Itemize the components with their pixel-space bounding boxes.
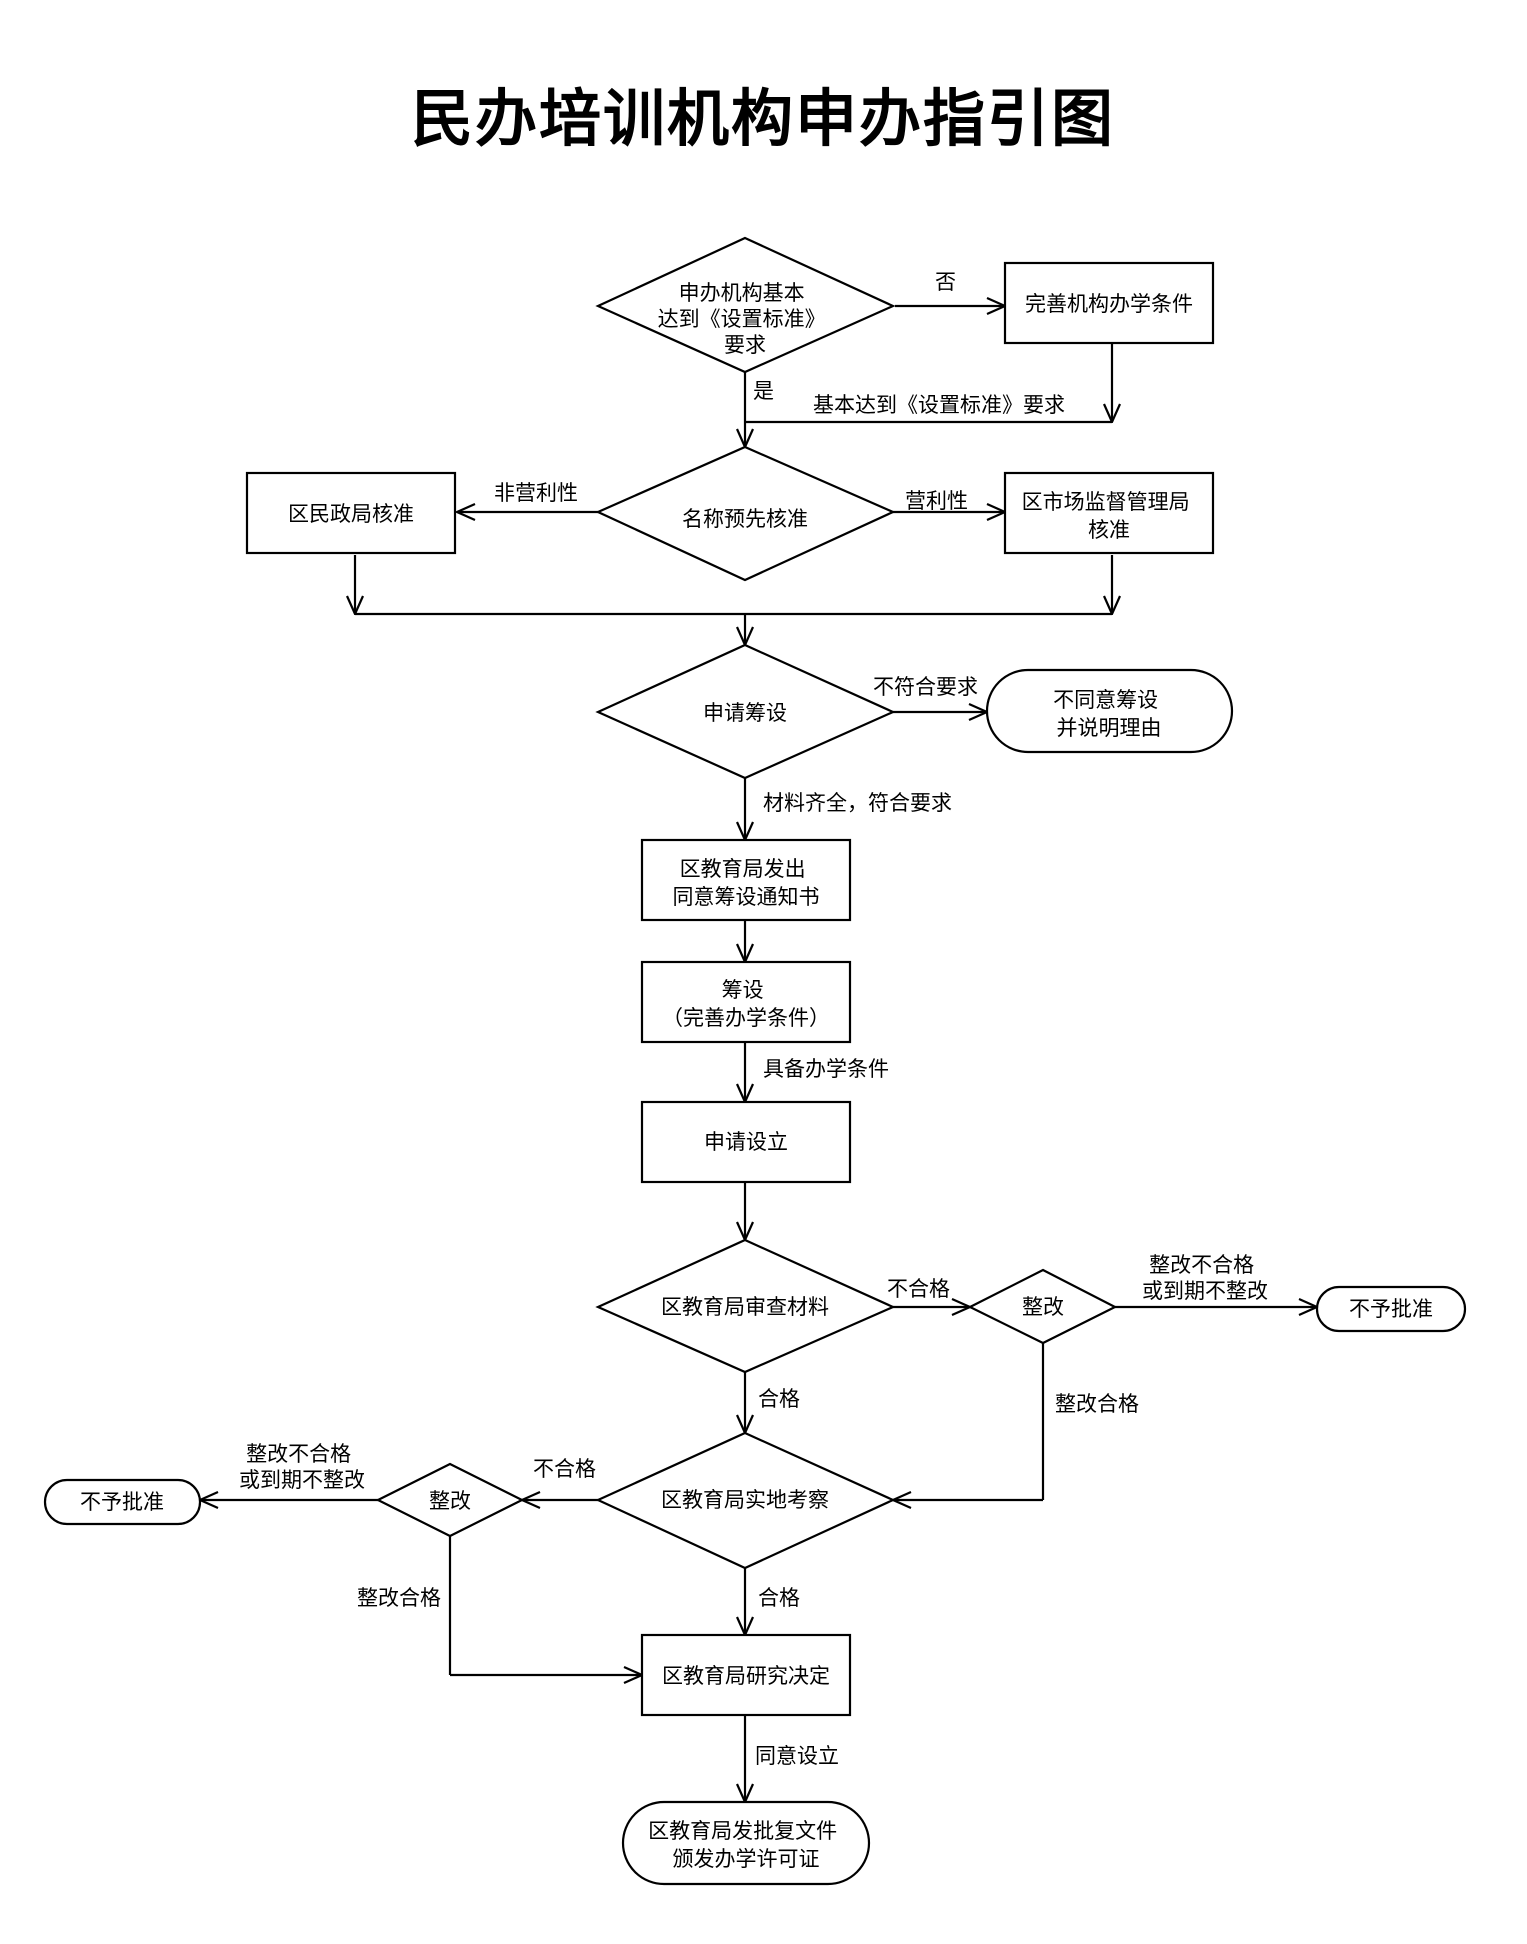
node-name-preapproval: 名称预先核准	[595, 445, 896, 582]
svg-text:区市场监督管理局 核准: 区市场监督管理局 核准	[1022, 490, 1197, 542]
node-basic-line2: 达到《设置标准》	[658, 307, 826, 331]
label-non-profit: 非营利性	[494, 481, 578, 505]
node-rectify1-label: 整改	[1022, 1295, 1064, 1319]
node-civil-label: 区民政局核准	[288, 502, 414, 526]
node-reject-line1: 不同意筹设	[1053, 688, 1158, 712]
label-yes: 是	[753, 379, 774, 403]
node-build-line1: 筹设	[722, 978, 764, 1002]
node-license-line2: 颁发办学许可证	[673, 1847, 820, 1871]
node-notice-line2: 同意筹设通知书	[673, 885, 820, 909]
node-build-line2: （完善办学条件）	[662, 1006, 830, 1030]
label-approve: 同意设立	[755, 1744, 839, 1768]
label-basic-met: 基本达到《设置标准》要求	[813, 393, 1065, 417]
node-basic-standard: 申办机构基本 达到《设置标准》 要求	[595, 236, 896, 374]
node-deny-1: 不予批准	[1315, 1285, 1467, 1333]
node-establish-label: 申请设立	[704, 1130, 788, 1154]
label-for-profit: 营利性	[905, 489, 968, 513]
label-not-meet: 不符合要求	[873, 675, 978, 699]
node-deny-2: 不予批准	[43, 1478, 202, 1526]
node-name-label: 名称预先核准	[682, 507, 808, 531]
svg-text:筹设 （完善办学条件）: 筹设 （完善办学条件）	[662, 978, 830, 1030]
node-rectify-1: 整改	[967, 1268, 1118, 1345]
node-apply-establishment: 申请设立	[640, 1100, 852, 1184]
node-deny2-label: 不予批准	[80, 1490, 164, 1514]
node-site-inspection: 区教育局实地考察	[595, 1431, 896, 1570]
label-complete: 材料齐全，符合要求	[763, 791, 952, 815]
edge-labels: 否 是 基本达到《设置标准》要求 非营利性 营利性 不符合要求 材料齐全，符合要…	[239, 270, 1268, 1768]
node-issue-license: 区教育局发批复文件 颁发办学许可证	[621, 1800, 871, 1886]
node-basic-line3: 要求	[724, 333, 766, 357]
label-pass2: 合格	[758, 1586, 800, 1610]
node-improve-conditions: 完善机构办学条件	[1003, 261, 1215, 345]
node-issue-notice: 区教育局发出 同意筹设通知书	[640, 838, 852, 922]
node-basic-line1: 申办机构基本	[679, 281, 805, 305]
svg-text:区教育局发出 同意筹设通知书: 区教育局发出 同意筹设通知书	[673, 857, 820, 909]
node-review-materials: 区教育局审查材料	[595, 1238, 896, 1374]
label-no: 否	[935, 270, 956, 294]
label-fix-fail1: 整改不合格 或到期不整改	[1142, 1253, 1268, 1303]
label-pass1: 合格	[758, 1387, 800, 1411]
svg-text:区教育局发批复文件 颁发办学许可证: 区教育局发批复文件 颁发办学许可证	[648, 1819, 844, 1871]
label-ready: 具备办学条件	[763, 1057, 889, 1081]
svg-text:不同意筹设 并说明理由: 不同意筹设 并说明理由	[1053, 688, 1165, 740]
node-market-line1: 区市场监督管理局	[1022, 490, 1190, 514]
label-fail2: 不合格	[533, 1457, 596, 1481]
node-review-label: 区教育局审查材料	[661, 1295, 829, 1319]
label-fix-pass1: 整改合格	[1055, 1392, 1139, 1416]
node-research-decision: 区教育局研究决定	[640, 1633, 852, 1717]
node-market-supervision: 区市场监督管理局 核准	[1003, 471, 1215, 555]
node-market-line2: 核准	[1088, 518, 1130, 542]
node-rectify2-label: 整改	[429, 1489, 471, 1513]
label-fix-pass2: 整改合格	[357, 1586, 441, 1610]
node-rectify-2: 整改	[375, 1462, 525, 1538]
page-title: 民办培训机构申办指引图	[411, 82, 1115, 155]
node-improve-label: 完善机构办学条件	[1025, 292, 1193, 316]
node-notice-line1: 区教育局发出	[680, 857, 806, 881]
node-inspect-label: 区教育局实地考察	[661, 1488, 829, 1512]
svg-text:申办机构基本 达到《设置标准》 要求: 申办机构基本 达到《设置标准》 要求	[658, 281, 833, 357]
node-preparation: 筹设 （完善办学条件）	[640, 960, 852, 1044]
connectors	[200, 306, 1317, 1802]
node-deny1-label: 不予批准	[1349, 1297, 1433, 1321]
node-decide-label: 区教育局研究决定	[662, 1664, 830, 1688]
node-apply-preparation: 申请筹设	[595, 643, 896, 780]
label-fix-fail2: 整改不合格 或到期不整改	[239, 1442, 365, 1492]
node-civil-affairs: 区民政局核准	[245, 471, 457, 555]
node-license-line1: 区教育局发批复文件	[648, 1819, 837, 1843]
label-fail1: 不合格	[887, 1277, 950, 1301]
node-reject-preparation: 不同意筹设 并说明理由	[985, 668, 1234, 754]
node-prepare-label: 申请筹设	[703, 701, 787, 725]
node-reject-line2: 并说明理由	[1057, 716, 1162, 740]
